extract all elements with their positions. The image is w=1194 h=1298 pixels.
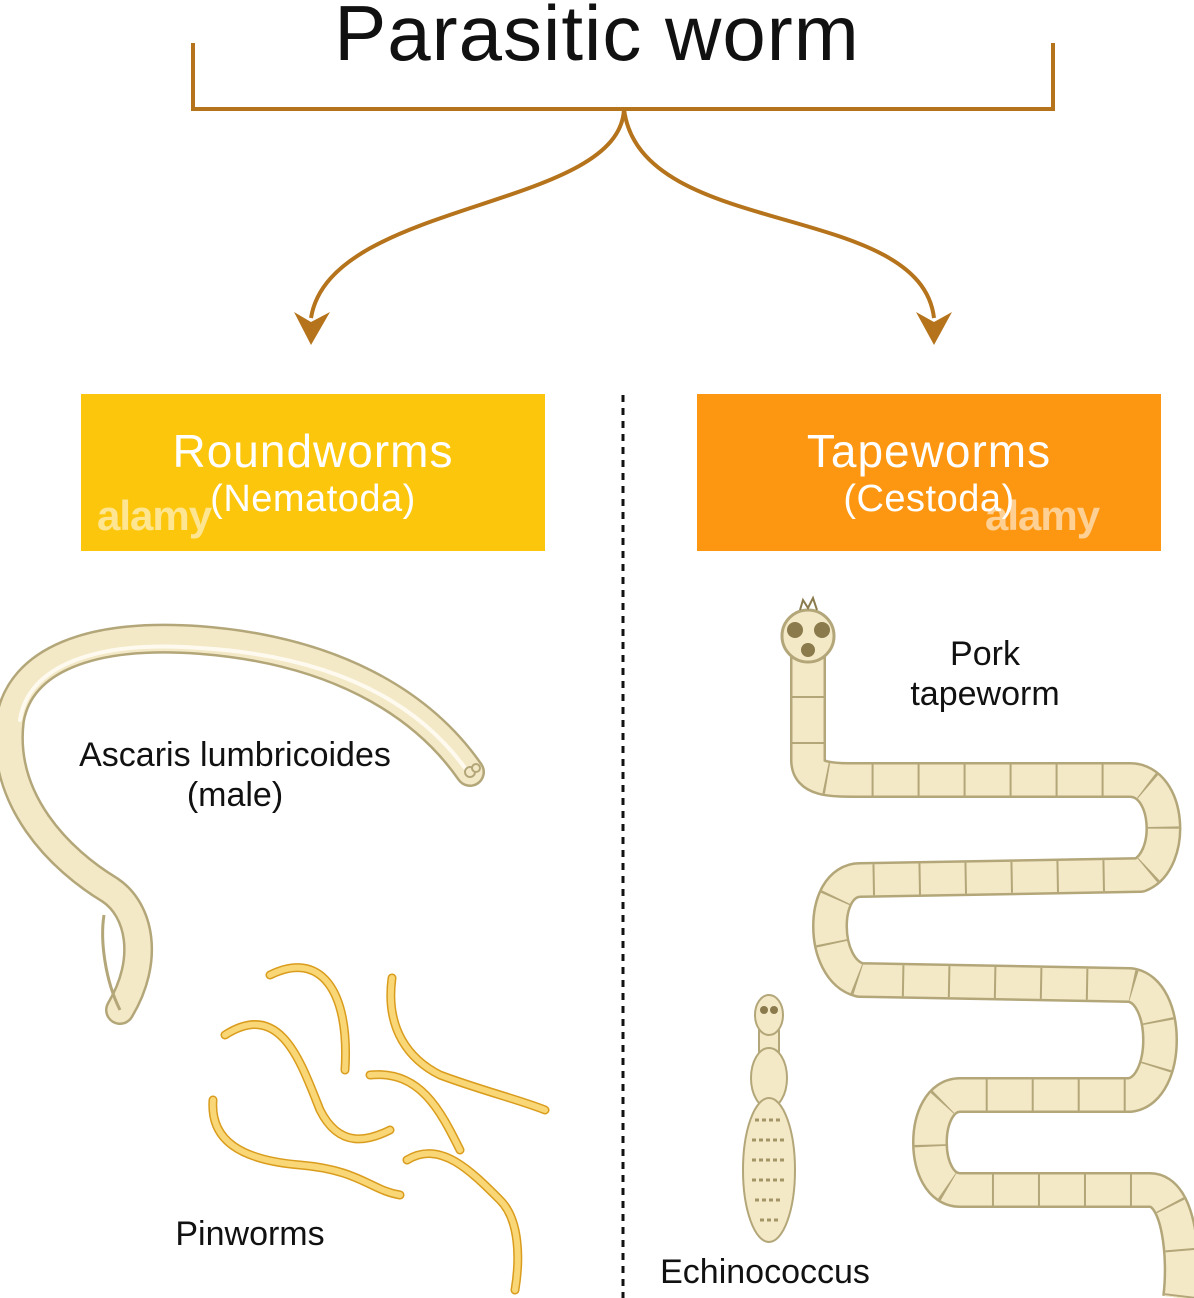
echinococcus-label: Echinococcus xyxy=(660,1253,870,1291)
pinworms-label: Pinworms xyxy=(175,1215,325,1253)
echinococcus-illustration xyxy=(742,994,796,1243)
arrowhead-left xyxy=(294,312,330,345)
pork-tapeworm-label: Pork tapeworm xyxy=(910,635,1060,713)
roundworms-label: Roundworms xyxy=(172,424,454,477)
watermark-left: alamy xyxy=(97,492,212,539)
branch-arrow-right xyxy=(622,108,936,319)
arrowhead-right xyxy=(916,312,952,345)
nematoda-label: (Nematoda) xyxy=(210,477,416,520)
diagram-title: Parasitic worm xyxy=(334,0,860,77)
roundworms-box: Roundworms (Nematoda) xyxy=(81,394,545,551)
ascaris-illustration xyxy=(0,623,485,1025)
pork-tapeworm-illustration xyxy=(780,595,1194,1298)
tapeworms-label: Tapeworms xyxy=(806,424,1052,477)
watermark-right: alamy xyxy=(985,492,1100,539)
ascaris-label: Ascaris lumbricoides (male) xyxy=(79,736,391,814)
pinworms-illustration xyxy=(208,963,550,1295)
tapeworms-box: Tapeworms (Cestoda) xyxy=(697,394,1161,551)
branch-arrow-left xyxy=(309,108,626,319)
cestoda-label: (Cestoda) xyxy=(843,477,1015,520)
